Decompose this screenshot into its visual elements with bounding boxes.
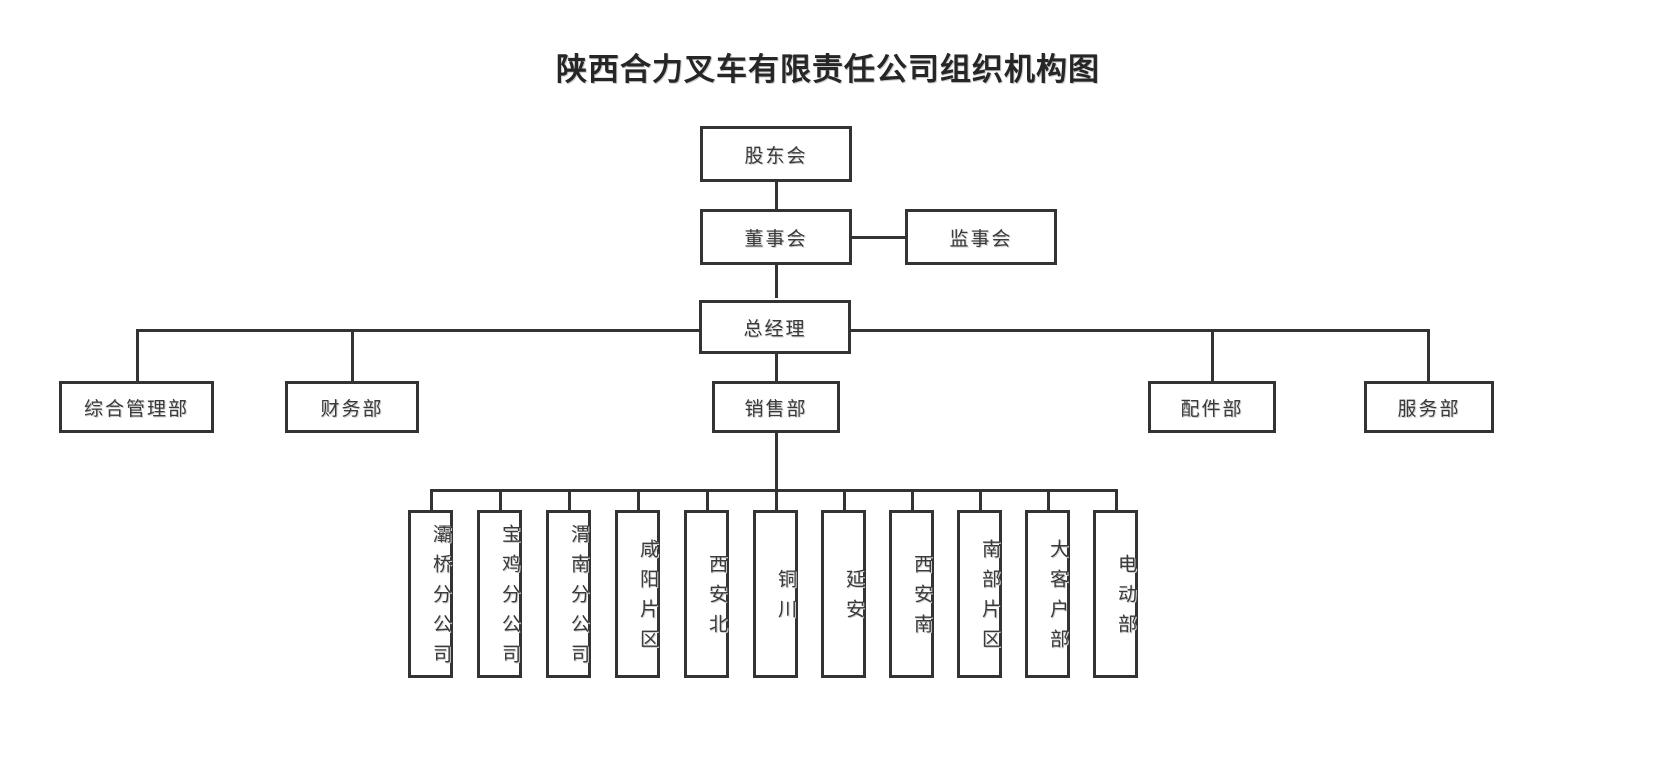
node-xian-north-label: 西安北 xyxy=(706,553,727,644)
connector-drop-electric xyxy=(1115,489,1118,511)
node-yanan[interactable]: 延安 xyxy=(821,510,866,678)
connector-drop-parts xyxy=(1211,329,1214,382)
node-supervisors[interactable]: 监事会 xyxy=(905,209,1057,265)
node-shareholders-label: 股东会 xyxy=(744,145,808,167)
node-baqiao-branch-label: 灞桥分公司 xyxy=(430,523,451,674)
node-electric-department[interactable]: 电动部 xyxy=(1093,510,1138,678)
connector-drop-key-accounts xyxy=(1047,489,1050,511)
node-xianyang-region[interactable]: 咸阳片区 xyxy=(615,510,660,678)
node-general-manager[interactable]: 总经理 xyxy=(699,300,851,354)
node-supervisors-label: 监事会 xyxy=(949,228,1013,250)
connector-drop-xian-south xyxy=(911,489,914,511)
node-baqiao-branch[interactable]: 灞桥分公司 xyxy=(408,510,453,678)
connector-drop-baqiao xyxy=(430,489,433,511)
connector-drop-yanan xyxy=(843,489,846,511)
node-south-region[interactable]: 南部片区 xyxy=(957,510,1002,678)
connector-drop-south-region xyxy=(979,489,982,511)
node-xian-north[interactable]: 西安北 xyxy=(684,510,729,678)
connector-board-supervisors xyxy=(851,236,907,239)
node-sales-department[interactable]: 销售部 xyxy=(712,381,840,433)
node-finance-department[interactable]: 财务部 xyxy=(285,381,419,433)
connector-shareholders-board xyxy=(775,181,778,211)
node-parts-department-label: 配件部 xyxy=(1180,398,1244,420)
node-tongchuan[interactable]: 铜川 xyxy=(753,510,798,678)
connector-sales-bus xyxy=(430,489,1116,492)
node-weinan-branch-label: 渭南分公司 xyxy=(568,523,589,674)
node-board-label: 董事会 xyxy=(744,228,808,250)
connector-drop-finance xyxy=(351,329,354,382)
connector-drop-xianyang xyxy=(637,489,640,511)
connector-drop-sales xyxy=(775,353,778,382)
connector-drop-admin xyxy=(136,329,139,382)
node-general-manager-label: 总经理 xyxy=(743,318,807,340)
node-finance-department-label: 财务部 xyxy=(320,398,384,420)
connector-drop-service xyxy=(1427,329,1430,382)
node-key-accounts[interactable]: 大客户部 xyxy=(1025,510,1070,678)
node-tongchuan-label: 铜川 xyxy=(775,568,796,629)
node-sales-department-label: 销售部 xyxy=(744,398,808,420)
node-xian-south[interactable]: 西安南 xyxy=(889,510,934,678)
connector-drop-xian-north xyxy=(706,489,709,511)
node-shareholders[interactable]: 股东会 xyxy=(700,126,852,182)
connector-drop-baoji xyxy=(499,489,502,511)
node-service-department[interactable]: 服务部 xyxy=(1364,381,1494,433)
node-electric-department-label: 电动部 xyxy=(1115,553,1136,644)
connector-gm-bus-right xyxy=(849,329,1430,332)
connector-gm-bus-left xyxy=(136,329,701,332)
connector-drop-weinan xyxy=(568,489,571,511)
node-xian-south-label: 西安南 xyxy=(911,553,932,644)
node-key-accounts-label: 大客户部 xyxy=(1047,538,1068,659)
node-board[interactable]: 董事会 xyxy=(700,209,852,265)
node-yanan-label: 延安 xyxy=(843,568,864,629)
node-baoji-branch[interactable]: 宝鸡分公司 xyxy=(477,510,522,678)
node-service-department-label: 服务部 xyxy=(1397,398,1461,420)
node-south-region-label: 南部片区 xyxy=(979,538,1000,659)
connector-sales-stem xyxy=(775,429,778,491)
connector-board-gm xyxy=(775,264,778,298)
node-xianyang-region-label: 咸阳片区 xyxy=(637,538,658,659)
node-baoji-branch-label: 宝鸡分公司 xyxy=(499,523,520,674)
node-parts-department[interactable]: 配件部 xyxy=(1148,381,1276,433)
page-title: 陕西合力叉车有限责任公司组织机构图 xyxy=(556,52,1100,87)
node-admin-department[interactable]: 综合管理部 xyxy=(59,381,214,433)
connector-drop-tongchuan xyxy=(775,489,778,511)
node-weinan-branch[interactable]: 渭南分公司 xyxy=(546,510,591,678)
node-admin-department-label: 综合管理部 xyxy=(83,398,189,420)
